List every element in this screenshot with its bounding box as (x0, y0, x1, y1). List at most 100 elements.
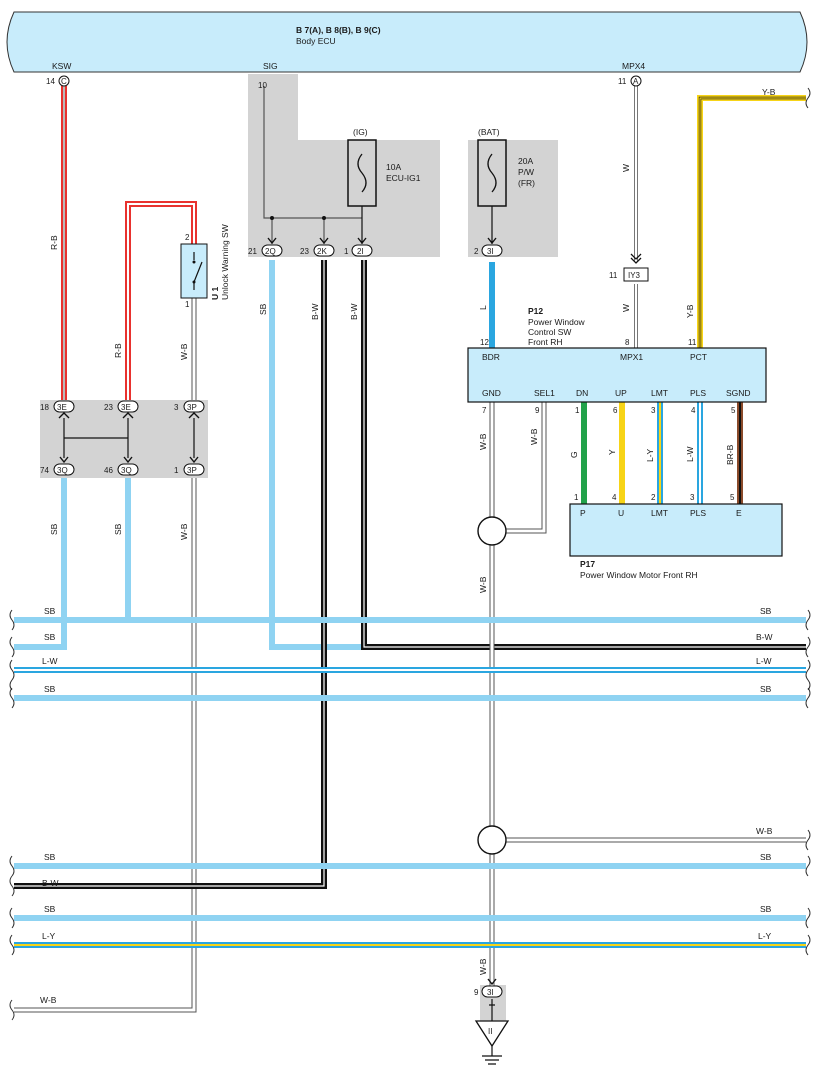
p12-pin7: 7 (482, 406, 487, 415)
ecu-pin-sig: SIG (263, 61, 278, 71)
iy3-arrows (630, 253, 642, 264)
pin-iy3-11: 11 (609, 271, 618, 280)
p12-lmt: LMT (651, 388, 668, 398)
bus-label-left: SB (44, 904, 56, 914)
wire-label: Y-B (762, 87, 776, 97)
p12-dn: DN (576, 388, 588, 398)
fuse-ig-element (357, 153, 367, 193)
fuse-bat-icon (477, 139, 507, 207)
wire-label: L-W (685, 446, 695, 462)
bus-label-left: SB (44, 632, 56, 642)
fuse-bat-amp: 20A (518, 156, 533, 166)
u1-code: U 1 (210, 287, 220, 301)
p12-sel1: SEL1 (534, 388, 555, 398)
p17-motor (569, 503, 783, 557)
connector-2q: 2Q 21 (248, 237, 283, 257)
bus-label-left: SB (44, 852, 56, 862)
connector-2k: 2K 23 (300, 237, 335, 257)
connector-3p-1: 3P 1 (174, 456, 205, 476)
p17-pls: PLS (690, 508, 706, 518)
wire-label: W (621, 304, 631, 312)
p12-pin3: 3 (651, 406, 656, 415)
bus-label-right: SB (760, 684, 772, 694)
svg-text:1: 1 (174, 466, 179, 475)
ground-point-label: II (488, 1027, 492, 1036)
fuse-bat-name1: P/W (518, 167, 534, 177)
p12-pin9: 9 (535, 406, 540, 415)
p17-pin5: 5 (730, 493, 735, 502)
connector-3q-46: 3Q 46 (104, 456, 139, 476)
p12-gnd: GND (482, 388, 501, 398)
svg-text:3Q: 3Q (57, 466, 68, 475)
connector-3i-top: 3I 2 (474, 237, 503, 257)
wire-label: B-W (310, 303, 320, 320)
connector-iy3 (623, 267, 649, 282)
svg-text:23: 23 (300, 247, 309, 256)
wire-wb-sel1 (506, 402, 547, 534)
connector-3q-74: 3Q 74 (40, 456, 75, 476)
fuse-bat-element (487, 153, 497, 193)
bus-label-left: SB (44, 606, 56, 616)
fuse-ig-icon (347, 139, 377, 207)
fuse-ig-amp: 10A (386, 162, 401, 172)
svg-text:3I: 3I (487, 988, 494, 997)
svg-text:3P: 3P (187, 466, 197, 475)
pin-11: 11 (618, 77, 627, 86)
p12-pin4: 4 (691, 406, 696, 415)
connector-c-label: C (61, 77, 67, 86)
ecu-name: Body ECU (296, 36, 336, 46)
u1-name: Unlock Warning SW (220, 224, 230, 300)
p12-pls: PLS (690, 388, 706, 398)
bat-label: (BAT) (478, 127, 500, 137)
bus-lines (14, 617, 806, 948)
p12-pin8: 8 (625, 338, 630, 347)
connector-iy3-label: IY3 (628, 271, 641, 280)
bus-label-right: W-B (756, 826, 773, 836)
bus-label-left: W-B (40, 995, 57, 1005)
p17-pin1: 1 (574, 493, 579, 502)
svg-text:1: 1 (344, 247, 349, 256)
wire-label: Y (607, 449, 617, 455)
wire-label: W-B (478, 576, 488, 593)
p12-code: P12 (528, 306, 543, 316)
svg-text:2: 2 (474, 247, 479, 256)
p17-pin4: 4 (612, 493, 617, 502)
p12-sgnd: SGND (726, 388, 751, 398)
bus-label-left: SB (44, 684, 56, 694)
svg-text:3E: 3E (57, 403, 67, 412)
svg-text:74: 74 (40, 466, 49, 475)
svg-text:2Q: 2Q (265, 247, 276, 256)
p17-pin3: 3 (690, 493, 695, 502)
wire-label: SB (113, 523, 123, 535)
bus-label-left: L-Y (42, 931, 56, 941)
bus-label-right: L-Y (758, 931, 772, 941)
connector-3e-23: 3E 23 (104, 400, 139, 419)
p12-name2: Control SW (528, 327, 571, 337)
p12-bdr: BDR (482, 352, 500, 362)
p12-pin6: 6 (613, 406, 618, 415)
wire-label: W-B (179, 523, 189, 540)
splice-junction (477, 825, 507, 855)
connector-3e-18: 3E 18 (40, 400, 75, 419)
svg-text:46: 46 (104, 466, 113, 475)
svg-text:3E: 3E (121, 403, 131, 412)
wire-label: SB (49, 523, 59, 535)
connector-a-label: A (633, 77, 639, 86)
p12-control-switch (467, 347, 767, 403)
wire-label: W-B (478, 958, 488, 975)
bus-label-right: SB (760, 606, 772, 616)
connector-a (630, 75, 642, 87)
wire-label: Y-B (685, 304, 695, 318)
wire-sig (263, 86, 362, 244)
bat-shade (468, 140, 558, 257)
bus-label-left: B-W (42, 878, 59, 888)
wire-sb-74 (14, 478, 67, 650)
wire-wb-3p (14, 478, 197, 1013)
connector-c (58, 75, 70, 87)
u1-pin1: 1 (185, 300, 190, 309)
p17-name: Power Window Motor Front RH (580, 570, 698, 580)
wire-label: B-W (349, 303, 359, 320)
wire-label: W-B (179, 343, 189, 360)
wire-label: BR-B (725, 444, 735, 465)
